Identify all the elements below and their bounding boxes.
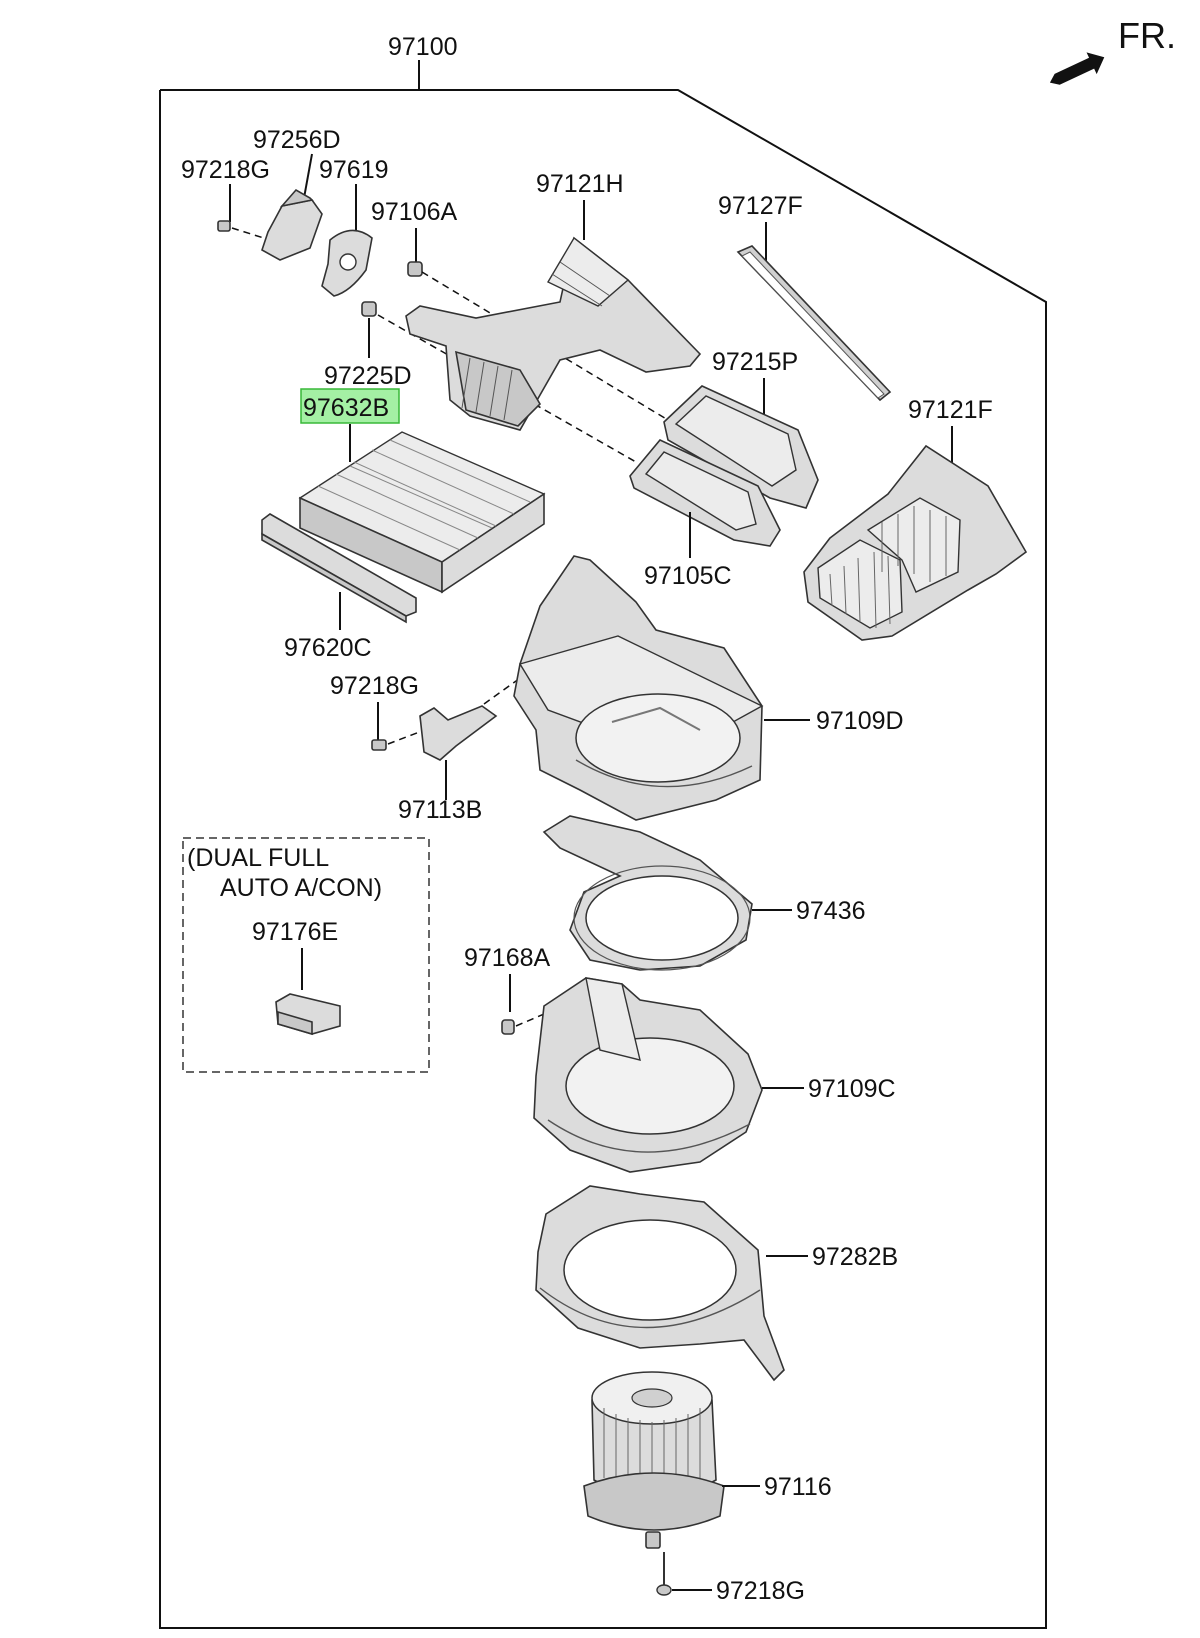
label-97121F: 97121F: [908, 396, 993, 424]
part-97105C-door[interactable]: 97105C: [629, 439, 781, 590]
part-97282B-blower-case[interactable]: 97282B: [535, 1185, 898, 1382]
part-97176E-resistor[interactable]: 97176E: [252, 918, 341, 1036]
label-97168A: 97168A: [464, 944, 551, 972]
part-97121F-intake-case[interactable]: 97121F: [803, 396, 1028, 641]
label-97632B: 97632B: [303, 394, 389, 422]
label-97218G-bottom: 97218G: [716, 1577, 805, 1605]
label-97218G-mid: 97218G: [330, 672, 419, 700]
part-97619-lever[interactable]: 97619: [319, 156, 389, 297]
label-97176E: 97176E: [252, 918, 338, 946]
part-97121H-intake-duct[interactable]: 97121H: [405, 170, 702, 431]
fr-label: FR.: [1118, 15, 1176, 56]
part-97256D-actuator[interactable]: 97256D: [253, 126, 341, 261]
part-97218G-screw-mid[interactable]: 97218G: [330, 672, 431, 751]
part-97116-blower-motor[interactable]: 97116: [583, 1371, 832, 1549]
option-note-line2: AUTO A/CON): [220, 874, 382, 902]
label-97105C: 97105C: [644, 562, 732, 590]
part-97109D-upper-case[interactable]: 97109D: [513, 555, 904, 821]
part-97632B-cabin-filter[interactable]: 97632B: [298, 388, 546, 594]
part-97109C-lower-case[interactable]: 97109C: [533, 977, 896, 1173]
part-97127F-seal[interactable]: 97127F: [718, 192, 892, 402]
label-97106A: 97106A: [371, 198, 458, 226]
label-97256D: 97256D: [253, 126, 341, 154]
label-97282B: 97282B: [812, 1243, 898, 1271]
label-97225D: 97225D: [324, 362, 412, 390]
front-arrow-icon: [1049, 52, 1105, 85]
label-97116: 97116: [764, 1473, 832, 1501]
part-97436-scroll-seal[interactable]: 97436: [542, 815, 866, 971]
label-97113B: 97113B: [398, 796, 482, 824]
label-97215P: 97215P: [712, 348, 798, 376]
label-97620C: 97620C: [284, 634, 372, 662]
part-97168A-clip[interactable]: 97168A: [464, 944, 559, 1035]
label-97127F: 97127F: [718, 192, 803, 220]
option-dual-full-auto-box: (DUAL FULL AUTO A/CON): [182, 837, 430, 1073]
option-note-line1: (DUAL FULL: [187, 844, 329, 872]
part-97218G-screw-top[interactable]: 97218G: [181, 156, 271, 241]
label-97109C: 97109C: [808, 1075, 896, 1103]
assembly-label: 97100: [388, 33, 458, 61]
part-97113B-resistor[interactable]: 97113B: [398, 647, 563, 824]
label-97218G: 97218G: [181, 156, 270, 184]
part-97218G-screw-bottom[interactable]: 97218G: [656, 1552, 805, 1605]
part-97215P-door[interactable]: 97215P: [663, 348, 819, 509]
label-97121H: 97121H: [536, 170, 624, 198]
label-97619: 97619: [319, 156, 389, 184]
highlight-box: [300, 388, 400, 424]
label-97436: 97436: [796, 897, 866, 925]
front-direction-indicator: FR.: [1049, 15, 1176, 85]
label-97109D: 97109D: [816, 707, 904, 735]
part-97106A-clip[interactable]: 97106A: [371, 198, 669, 421]
part-97620C-filter-cover[interactable]: 97620C: [261, 513, 417, 662]
assembly-frame: 97100: [159, 33, 1047, 1629]
